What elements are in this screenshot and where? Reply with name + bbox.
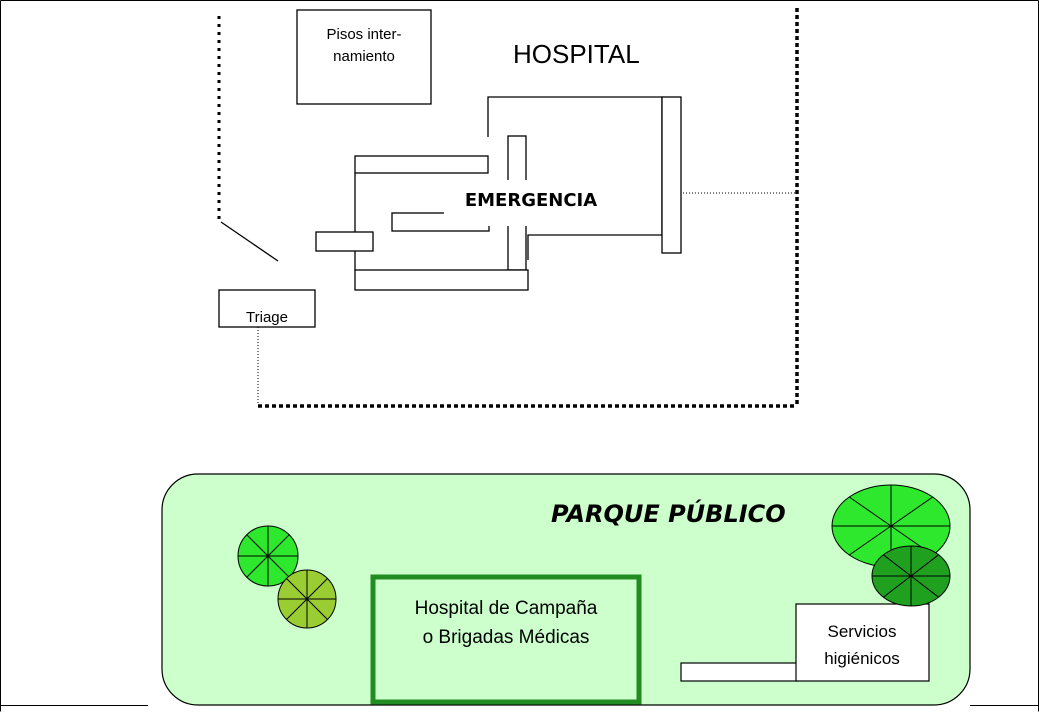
services-bench <box>680 662 799 682</box>
emergency-right-column <box>661 96 682 254</box>
park-title: PARQUE PÚBLICO <box>551 498 786 528</box>
services-line1: Servicios <box>828 622 897 641</box>
public-park: PARQUE PÚBLICO Hospital de Campaña o Bri… <box>161 473 971 706</box>
triage-box: Triage <box>218 289 316 328</box>
tree-icon <box>871 545 951 607</box>
services-line2: higiénicos <box>824 649 900 668</box>
tree-icon <box>237 525 299 587</box>
entrance-gate <box>220 221 279 262</box>
pisos-internamiento-box: Pisos inter- namiento <box>296 9 432 105</box>
tree-icon <box>277 569 337 629</box>
services-box <box>795 603 930 682</box>
emergency-building <box>315 96 682 291</box>
emergency-top-bar <box>354 155 489 174</box>
field-hospital-line1: Hospital de Campaña <box>415 598 598 619</box>
emergency-label-backdrop <box>444 180 660 226</box>
field-hospital-box <box>370 574 642 705</box>
pisos-label-line2: namiento <box>333 48 395 65</box>
field-hospital-line2: o Brigadas Médicas <box>423 627 590 648</box>
pisos-label-line1: Pisos inter- <box>326 26 401 43</box>
emergency-small-bar <box>315 231 374 252</box>
triage-label: Triage <box>246 309 288 326</box>
emergency-bottom-bar <box>354 269 529 291</box>
hospital-title: HOSPITAL <box>513 39 640 69</box>
emergency-label: EMERGENCIA <box>465 190 597 211</box>
hospital-perimeter <box>217 8 799 408</box>
